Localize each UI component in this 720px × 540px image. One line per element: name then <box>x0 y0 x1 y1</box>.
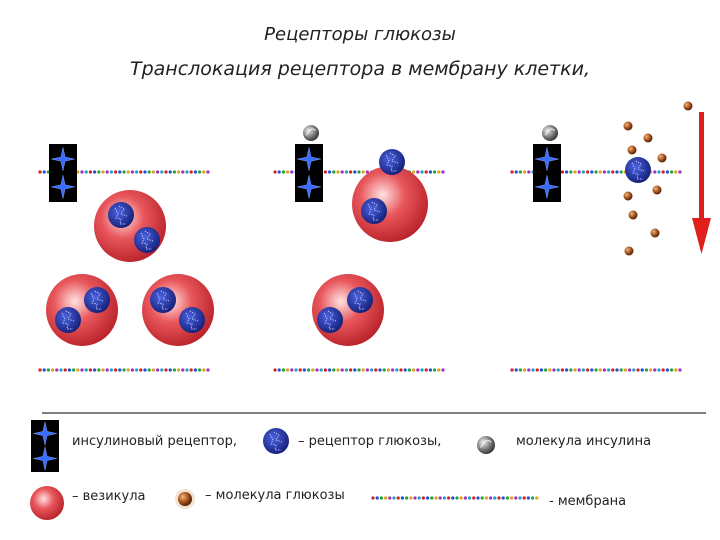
glucose-receptor <box>361 198 387 224</box>
glucose-receptor <box>179 307 205 333</box>
glucose-receptor <box>134 227 160 253</box>
glucose-molecule <box>657 153 667 163</box>
glucose-receptor <box>84 287 110 313</box>
diagram-title: Рецепторы глюкозы <box>264 24 456 45</box>
membrane-icon <box>371 496 539 500</box>
bottom-membrane-3 <box>510 368 682 372</box>
bottom-membrane-2 <box>273 368 445 372</box>
vesicle <box>94 190 166 262</box>
insulin-receptor <box>295 144 323 202</box>
glucose-receptor <box>317 307 343 333</box>
bottom-membrane-1 <box>38 368 210 372</box>
glucose-receptor-icon <box>263 428 289 454</box>
insulin-molecule-icon <box>477 436 495 454</box>
glucose-receptor <box>108 202 134 228</box>
glucose-receptor <box>379 149 405 175</box>
diagram-subtitle: Транслокация рецептора в мембрану клетки… <box>129 58 590 80</box>
glucose-molecule <box>627 145 637 155</box>
legend-glucose-molecule-label: – молекула глюкозы <box>205 488 345 503</box>
vesicle-icon <box>30 486 64 520</box>
glucose-molecule <box>683 101 693 111</box>
insulin-molecule <box>303 125 319 141</box>
legend-vesicle-label: – везикула <box>72 489 146 504</box>
insulin-receptor <box>533 144 561 202</box>
glucose-molecule <box>643 133 653 143</box>
vesicle <box>142 274 214 346</box>
downward-arrow <box>692 112 711 254</box>
legend-insulin-molecule-label: молекула инсулина <box>516 434 652 449</box>
legend-insulin-receptor-label: инсулиновый рецептор, <box>72 434 238 449</box>
insulin-receptor-icon <box>31 420 59 472</box>
insulin-receptor <box>49 144 77 202</box>
glucose-molecule <box>623 121 633 131</box>
glucose-receptor <box>347 287 373 313</box>
glucose-receptor <box>55 307 81 333</box>
glucose-receptor <box>150 287 176 313</box>
glucose-molecule <box>650 228 660 238</box>
legend-glucose-receptor-label: – рецептор глюкозы, <box>298 434 442 449</box>
vesicle <box>46 274 118 346</box>
legend-membrane-label: - мембрана <box>549 494 627 509</box>
glucose-receptor <box>625 157 651 183</box>
glucose-molecule <box>623 191 633 201</box>
glucose-molecule <box>628 210 638 220</box>
glucose-molecule-icon <box>175 489 195 509</box>
insulin-molecule <box>542 125 558 141</box>
glucose-molecule <box>652 185 662 195</box>
glucose-molecule <box>624 246 634 256</box>
